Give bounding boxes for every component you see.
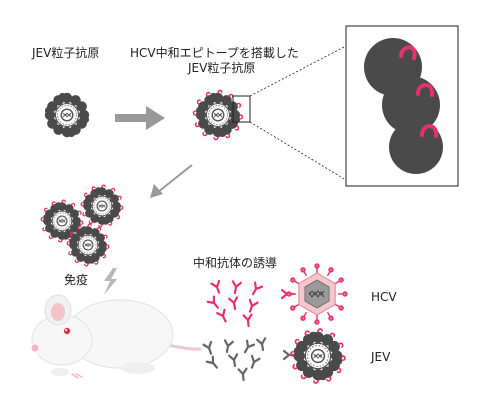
jev-particle-antigen bbox=[44, 92, 90, 138]
hcv-epitope-jev-particle bbox=[193, 90, 242, 139]
hcv-particle bbox=[286, 263, 348, 325]
zoom-line-bottom bbox=[249, 121, 347, 181]
immunization-label: 免疫 bbox=[64, 273, 89, 287]
jev-particle-target bbox=[291, 329, 345, 383]
neutralizing-antibody-label: 中和抗体の誘導 bbox=[193, 256, 278, 270]
diagonal-arrow-icon bbox=[150, 164, 193, 198]
hcv-epitope-jev-label-line1: HCV中和エピトープを搭載した bbox=[130, 46, 299, 60]
zoom-inset-panel bbox=[345, 25, 459, 187]
hcv-label: HCV bbox=[371, 290, 397, 304]
jev-antibodies bbox=[202, 337, 269, 382]
jev-label: JEV bbox=[371, 350, 391, 364]
zoom-source-box bbox=[232, 95, 251, 123]
right-arrow-icon bbox=[115, 106, 165, 130]
hcv-antibodies bbox=[206, 279, 264, 328]
mouse-illustration bbox=[31, 294, 202, 379]
immunization-particle-2 bbox=[81, 185, 123, 227]
jev-particle-antigen-label: JEV粒子抗原 bbox=[32, 46, 100, 60]
lightning-bolt-icon bbox=[104, 268, 117, 295]
zoom-line-top bbox=[249, 45, 347, 97]
hcv-epitope-jev-label-line2: JEV粒子抗原 bbox=[188, 61, 256, 75]
